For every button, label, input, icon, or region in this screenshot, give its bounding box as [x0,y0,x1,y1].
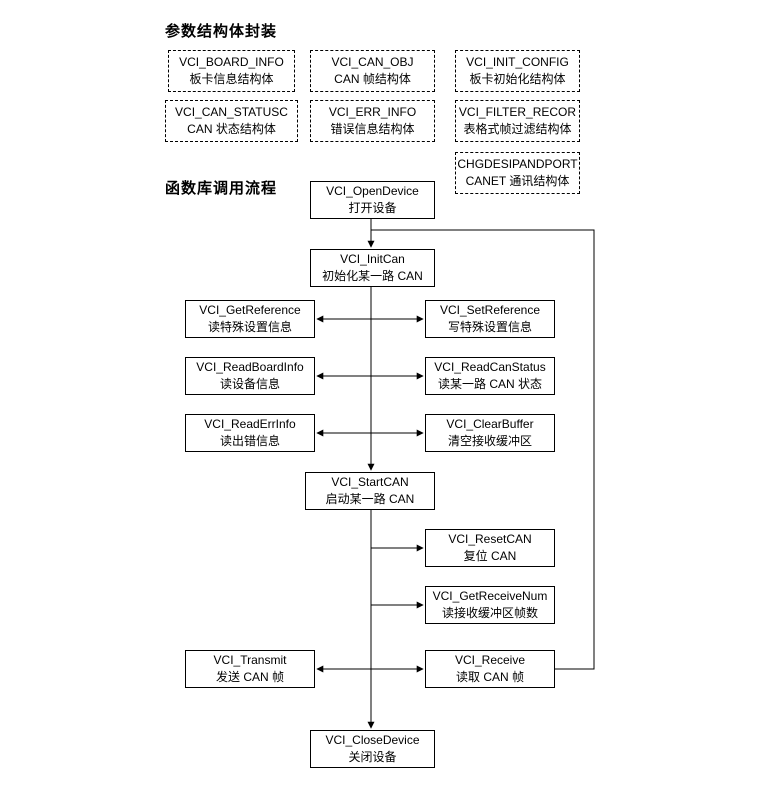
flow-box-opendevice: VCI_OpenDevice 打开设备 [310,181,435,219]
flow-name: VCI_ReadBoardInfo [196,360,304,374]
struct-desc: 表格式帧过滤结构体 [463,122,572,136]
flow-name: VCI_Transmit [213,653,287,667]
struct-desc: 板卡初始化结构体 [469,72,566,86]
flow-box-setreference: VCI_SetReference 写特殊设置信息 [425,300,555,338]
flow-desc: 读取 CAN 帧 [455,670,524,684]
struct-box-board-info: VCI_BOARD_INFO 板卡信息结构体 [168,50,295,92]
flow-name: VCI_ReadErrInfo [204,417,296,431]
flow-box-closedevice: VCI_CloseDevice 关闭设备 [310,730,435,768]
struct-name: VCI_FILTER_RECOR [458,105,577,119]
flow-box-resetcan: VCI_ResetCAN 复位 CAN [425,529,555,567]
flow-desc: 读设备信息 [219,377,280,391]
flow-box-getreference: VCI_GetReference 读特殊设置信息 [185,300,315,338]
flow-section-title: 函数库调用流程 [165,180,278,197]
struct-desc: CAN 帧结构体 [334,72,411,86]
structs-section-title: 参数结构体封装 [165,23,278,40]
flow-desc: 读出错信息 [219,434,280,448]
struct-name: VCI_CAN_OBJ [331,55,414,69]
flow-name: VCI_StartCAN [331,475,409,489]
flow-desc: 关闭设备 [348,750,397,764]
flow-name: VCI_CloseDevice [325,733,420,747]
flow-box-readerrinfo: VCI_ReadErrInfo 读出错信息 [185,414,315,452]
flow-box-readcanstatus: VCI_ReadCanStatus 读某一路 CAN 状态 [425,357,555,395]
flow-box-startcan: VCI_StartCAN 启动某一路 CAN [305,472,435,510]
struct-name: VCI_INIT_CONFIG [466,55,569,69]
flow-desc: 初始化某一路 CAN [322,269,423,283]
struct-box-filter-record: VCI_FILTER_RECOR 表格式帧过滤结构体 [455,100,580,142]
flow-name: VCI_OpenDevice [326,184,419,198]
flow-desc: 写特殊设置信息 [447,320,532,334]
flow-desc: 读某一路 CAN 状态 [437,377,542,391]
flow-box-getreceivenum: VCI_GetReceiveNum 读接收缓冲区帧数 [425,586,555,624]
flow-desc: 发送 CAN 帧 [215,670,284,684]
flow-box-readboardinfo: VCI_ReadBoardInfo 读设备信息 [185,357,315,395]
flow-name: VCI_ReadCanStatus [434,360,546,374]
flow-name: VCI_InitCan [340,252,405,266]
flow-desc: 启动某一路 CAN [325,492,415,506]
flow-name: VCI_Receive [454,653,526,667]
flow-box-transmit: VCI_Transmit 发送 CAN 帧 [185,650,315,688]
flow-desc: 复位 CAN [463,549,517,563]
flow-desc: 清空接收缓冲区 [447,434,532,448]
struct-box-init-config: VCI_INIT_CONFIG 板卡初始化结构体 [455,50,580,92]
flow-box-receive: VCI_Receive 读取 CAN 帧 [425,650,555,688]
flow-name: VCI_ClearBuffer [446,417,534,431]
struct-desc: CANET 通讯结构体 [465,174,570,188]
struct-name: VCI_CAN_STATUSC [175,105,288,119]
flow-desc: 打开设备 [348,201,397,215]
flow-name: VCI_GetReceiveNum [432,589,548,603]
struct-box-err-info: VCI_ERR_INFO 错误信息结构体 [310,100,435,142]
flow-box-initcan: VCI_InitCan 初始化某一路 CAN [310,249,435,287]
flow-name: VCI_GetReference [199,303,301,317]
flow-name: VCI_ResetCAN [448,532,532,546]
struct-name: CHGDESIPANDPORT [457,157,578,171]
struct-box-chgdesipandport: CHGDESIPANDPORT CANET 通讯结构体 [455,152,580,194]
flow-box-clearbuffer: VCI_ClearBuffer 清空接收缓冲区 [425,414,555,452]
struct-desc: 错误信息结构体 [330,122,415,136]
flow-desc: 读特殊设置信息 [207,320,292,334]
struct-name: VCI_ERR_INFO [328,105,417,119]
struct-desc: 板卡信息结构体 [189,72,274,86]
struct-box-can-obj: VCI_CAN_OBJ CAN 帧结构体 [310,50,435,92]
struct-name: VCI_BOARD_INFO [179,55,284,69]
flow-desc: 读接收缓冲区帧数 [441,606,538,620]
struct-desc: CAN 状态结构体 [187,122,276,136]
struct-box-can-status: VCI_CAN_STATUSC CAN 状态结构体 [165,100,298,142]
flow-name: VCI_SetReference [439,303,541,317]
